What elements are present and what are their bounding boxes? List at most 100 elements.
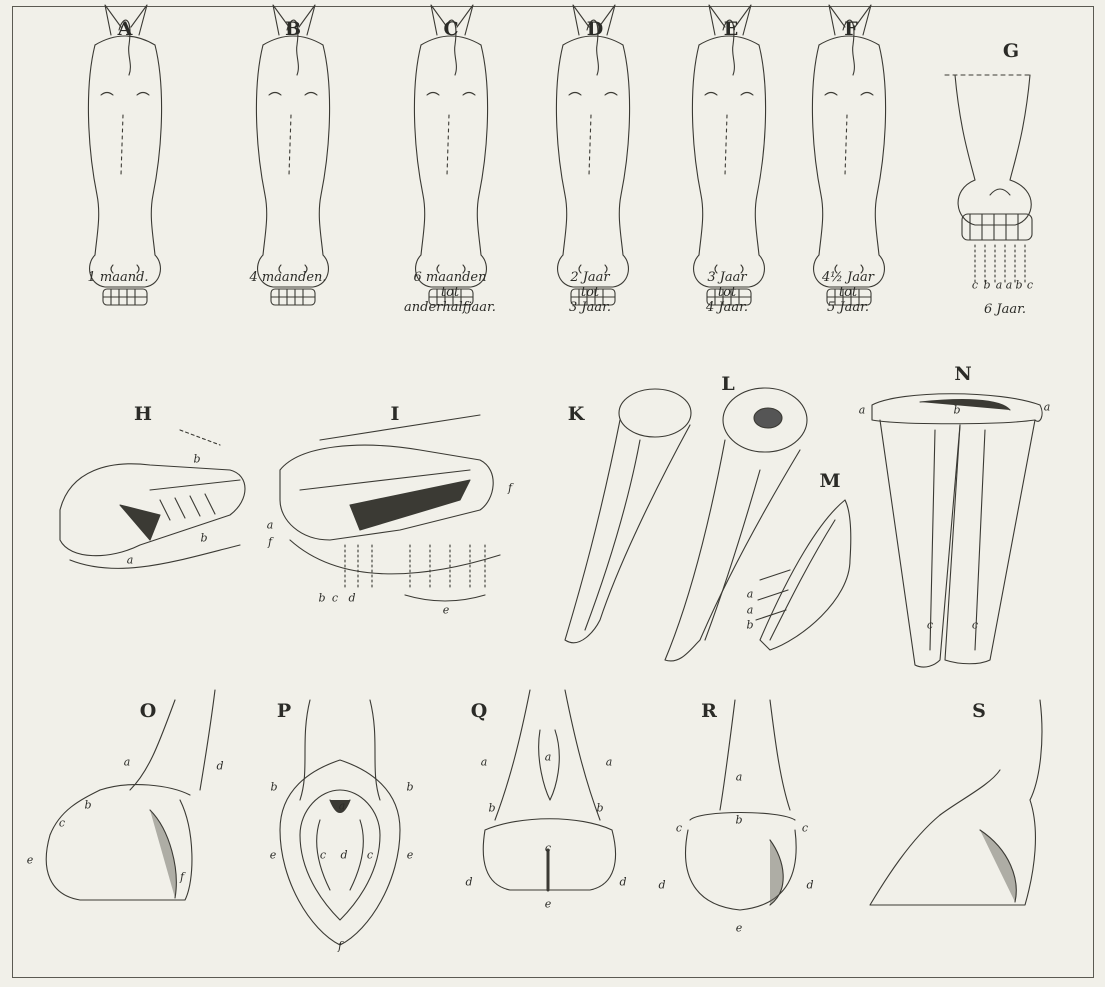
figure-label-o: O: [140, 700, 157, 722]
figure-label-i: I: [391, 403, 400, 425]
caption-a: 1 maand.: [87, 270, 148, 285]
figure-label-r: R: [701, 700, 717, 722]
mark-o-f: f: [180, 871, 184, 884]
mark-p-a: a: [339, 800, 346, 813]
mark-q-d1: d: [465, 876, 472, 889]
caption-f-line-2: tot: [822, 285, 874, 300]
caption-f-line-3: 5 Jaar.: [822, 300, 874, 315]
figure-d-head: [556, 5, 629, 305]
mark-m-a1: a: [747, 588, 754, 601]
figure-label-h: H: [134, 403, 152, 425]
caption-c-line-2: tot: [404, 285, 496, 300]
mark-p-d: d: [340, 849, 347, 862]
figure-b-head: [256, 5, 329, 305]
mark-i-c: c: [332, 592, 338, 605]
figure-label-g: G: [1003, 40, 1019, 62]
figure-label-f: F: [844, 18, 858, 40]
figure-label-e: E: [724, 18, 738, 40]
mark-p-e2: e: [407, 849, 414, 862]
mark-r-c1: c: [676, 822, 682, 835]
mark-r-e: e: [736, 922, 743, 935]
figure-r-hoof: [686, 700, 797, 910]
figure-label-n: N: [954, 363, 971, 385]
mark-m-b: b: [746, 619, 753, 632]
figure-label-k: K: [568, 403, 585, 425]
figure-i-skull: [280, 415, 500, 601]
caption-d-line-2: tot: [569, 285, 611, 300]
mark-p-e1: e: [270, 849, 277, 862]
caption-f-line-1: 4½ Jaar: [822, 270, 874, 285]
mark-h-b2: b: [200, 532, 207, 545]
figure-l-tooth: [665, 388, 807, 661]
mark-n-c1: c: [927, 619, 933, 632]
mark-o-e: e: [27, 854, 34, 867]
mark-p-c1: c: [320, 849, 326, 862]
mark-r-c2: c: [802, 822, 808, 835]
mark-q-b2: b: [596, 802, 603, 815]
mark-o-d: d: [216, 760, 223, 773]
figure-h-skull: [60, 430, 245, 568]
figure-q-hoof: [483, 690, 615, 890]
figure-k-tooth: [565, 389, 691, 643]
figure-p-hoof: [280, 700, 400, 945]
mark-p-b2: b: [406, 781, 413, 794]
caption-g: 6 Jaar.: [984, 302, 1026, 317]
mark-g-c1: c: [972, 279, 978, 292]
caption-e-line-3: 4 Jaar.: [706, 300, 748, 315]
mark-r-b: b: [735, 814, 742, 827]
mark-n-a2: a: [1044, 401, 1051, 414]
mark-i-e: e: [443, 604, 450, 617]
figure-label-s: S: [972, 700, 986, 722]
figure-label-m: M: [819, 470, 840, 492]
figure-a-head: [88, 5, 161, 305]
caption-c: 6 maanden tot anderhalfjaar.: [404, 270, 496, 315]
mark-q-a1: a: [481, 756, 488, 769]
mark-h-b1: b: [193, 453, 200, 466]
mark-i-f2: f: [268, 536, 272, 549]
mark-i-a: a: [267, 519, 274, 532]
mark-p-b1: b: [270, 781, 277, 794]
figure-e-head: [692, 5, 765, 305]
caption-b: 4 maanden.: [249, 270, 326, 285]
caption-c-line-3: anderhalfjaar.: [404, 300, 496, 315]
mark-i-d: d: [348, 592, 355, 605]
mark-h-a: a: [127, 554, 134, 567]
figure-label-d: D: [587, 18, 603, 40]
mark-m-a2: a: [747, 604, 754, 617]
figure-f-head: [812, 5, 885, 305]
mark-p-f: f: [338, 940, 342, 953]
caption-d-line-1: 2 Jaar: [569, 270, 611, 285]
mark-g-a2: a: [1006, 279, 1013, 292]
mark-g-a1: a: [996, 279, 1003, 292]
figure-label-q: Q: [471, 700, 488, 722]
mark-q-c: c: [545, 842, 551, 855]
figure-label-p: P: [277, 700, 291, 722]
mark-g-b1: b: [983, 279, 990, 292]
mark-g-b2: b: [1015, 279, 1022, 292]
mark-p-c2: c: [367, 849, 373, 862]
figure-label-l: L: [721, 373, 734, 395]
figure-label-b: B: [285, 18, 301, 40]
mark-o-c: c: [59, 817, 65, 830]
caption-e-line-2: tot: [706, 285, 748, 300]
mark-g-c2: c: [1027, 279, 1033, 292]
mark-r-d2: d: [806, 879, 813, 892]
mark-r-d1: d: [658, 879, 665, 892]
figure-g-muzzle: [945, 75, 1032, 282]
caption-e-line-1: 3 Jaar: [706, 270, 748, 285]
caption-e: 3 Jaar tot 4 Jaar.: [706, 270, 748, 315]
mark-q-a3: a: [606, 756, 613, 769]
mark-q-e: e: [545, 898, 552, 911]
caption-f: 4½ Jaar tot 5 Jaar.: [822, 270, 874, 315]
caption-d: 2 Jaar tot 3 Jaar.: [569, 270, 611, 315]
mark-r-a: a: [736, 771, 743, 784]
figure-n-tooth: [872, 394, 1042, 667]
mark-o-a: a: [124, 756, 131, 769]
figure-o-hoof: [46, 690, 215, 900]
mark-o-b: b: [84, 799, 91, 812]
mark-q-a2: a: [545, 751, 552, 764]
mark-n-a1: a: [859, 404, 866, 417]
caption-d-line-3: 3 Jaar.: [569, 300, 611, 315]
